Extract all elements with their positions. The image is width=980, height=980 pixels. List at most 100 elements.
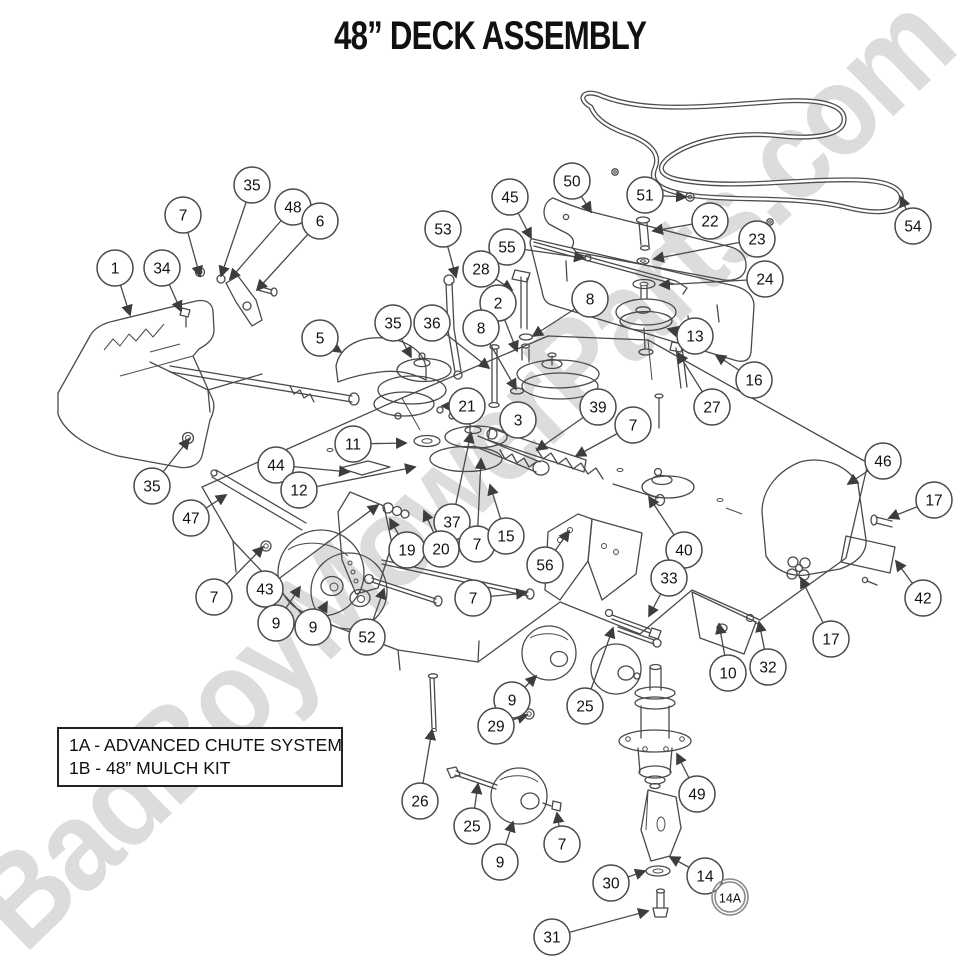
part-balloon-7 (454, 579, 492, 617)
part-balloon-21 (448, 387, 486, 425)
draft-rod-end (348, 392, 360, 406)
part-balloon-9 (481, 843, 519, 881)
part-balloon-53 (424, 210, 462, 248)
leader-line-12 (298, 463, 417, 491)
bracket-hole (601, 543, 607, 549)
draft-rod-5 (169, 365, 353, 403)
cup-ring (644, 775, 666, 785)
screw (766, 218, 774, 226)
part-balloon-43 (246, 570, 284, 608)
part-balloon-50 (553, 162, 591, 200)
bracket-plate (587, 518, 643, 601)
spacer-24-pin (640, 285, 648, 300)
part-balloon-number-10: 10 (719, 666, 737, 683)
lever-slot (242, 301, 252, 311)
long-rod-end (525, 588, 535, 600)
spindle-cover-5 (335, 337, 427, 383)
part-balloon-number-49: 49 (688, 787, 705, 804)
part-balloon-number-45: 45 (501, 190, 518, 207)
part-balloon-number-14: 14 (696, 869, 714, 886)
bracket-hole (613, 549, 619, 555)
part-balloon-29 (477, 707, 515, 745)
part-balloon-number-54: 54 (904, 219, 922, 236)
part-balloon-number-7: 7 (473, 537, 482, 554)
draft-rod-spring (289, 385, 315, 403)
part-balloon-16 (735, 361, 773, 399)
part-balloon-14 (686, 857, 724, 895)
screw-head (861, 576, 869, 584)
nut (394, 412, 402, 420)
screw (866, 580, 878, 586)
belt-guard-upper (543, 168, 774, 281)
pin-6-head (270, 287, 278, 297)
part-balloon-number-7: 7 (469, 591, 478, 608)
wheel-hub (349, 588, 371, 608)
hub-stud (633, 672, 641, 680)
knob-lobe (787, 556, 799, 568)
nut-7 (551, 800, 562, 812)
washer-29-hole (526, 711, 532, 717)
part-balloon-number-6: 6 (316, 214, 325, 231)
spindle-disc (634, 696, 676, 710)
flange-hole (625, 736, 631, 742)
washer-stack-11-hole (421, 438, 433, 444)
part-balloon-number-14A: 14A (719, 892, 742, 906)
legend-item-1a: 1A - ADVANCED CHUTE SYSTEM (69, 735, 342, 755)
part-balloon-31 (533, 918, 571, 956)
washer-30 (645, 865, 671, 877)
part-balloon-36 (413, 304, 451, 342)
bottom-wheel-group (427, 673, 562, 825)
part-balloon-number-35: 35 (243, 178, 260, 195)
hub-stud (542, 802, 552, 807)
wheel-hub (549, 650, 569, 668)
pulley-rim (615, 298, 677, 326)
bolt-28 (520, 276, 528, 330)
blade-edge (645, 789, 649, 831)
flange-hole (663, 746, 669, 752)
part-balloon-3 (499, 401, 537, 439)
bracket-hole (347, 560, 353, 566)
bolt-17-head (870, 514, 878, 526)
screw-center (613, 170, 617, 174)
knob-17 (786, 556, 811, 581)
part-balloon-7 (195, 578, 233, 616)
belt-guard-lower-plate (529, 238, 755, 362)
part-balloon-44 (257, 446, 295, 484)
latch-plate-42 (840, 535, 896, 574)
plate-hole (716, 623, 728, 633)
part-balloon-8 (571, 280, 609, 318)
washer-23-hole (640, 259, 646, 263)
part-balloon-5 (301, 319, 339, 357)
part-balloon-number-51: 51 (636, 188, 653, 205)
part-balloon-35 (133, 467, 171, 505)
washer-23 (636, 257, 650, 265)
part-balloon-number-19: 19 (398, 543, 415, 560)
part-balloon-17 (812, 620, 850, 658)
part-balloon-number-43: 43 (256, 582, 273, 599)
brand-logo-emboss (103, 323, 181, 353)
part-balloon-number-29: 29 (487, 719, 504, 736)
part-balloon-7 (543, 825, 581, 863)
part-balloon-35 (374, 304, 412, 342)
part-balloon-number-56: 56 (536, 558, 553, 575)
bracket-hole (350, 569, 356, 575)
bolt-33-head (648, 627, 662, 640)
guard-hardware (632, 192, 695, 300)
rod-52-head (363, 573, 375, 585)
antiscalp-wheel (590, 643, 642, 695)
part-balloon-8 (462, 309, 500, 347)
wheel-hub (617, 665, 635, 681)
part-balloon-number-35: 35 (143, 479, 160, 496)
link-53-eye-bottom (453, 370, 463, 380)
part-balloon-number-27: 27 (703, 400, 720, 417)
chute-mount-bracket (149, 361, 263, 413)
knob-lobe (799, 557, 811, 569)
pulley-stud (643, 327, 646, 349)
antiscalp-wheel (310, 552, 388, 630)
blade-spindle-group (618, 663, 692, 918)
part-balloon-28 (462, 250, 500, 288)
part-balloon-number-9: 9 (496, 855, 505, 872)
wheel-cone-line (287, 542, 349, 557)
cover-46 (761, 459, 867, 576)
